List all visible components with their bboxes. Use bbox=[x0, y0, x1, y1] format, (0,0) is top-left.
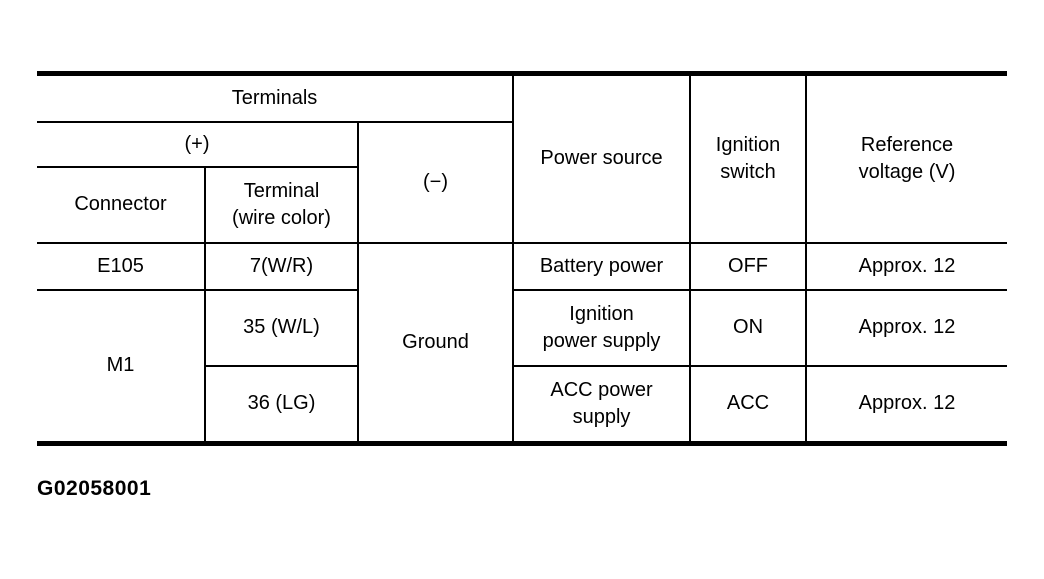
cell-ignition-switch: ACC bbox=[689, 364, 808, 445]
cell-terminal: 7(W/R) bbox=[204, 241, 359, 291]
header-terminals: Terminals bbox=[37, 72, 515, 123]
figure-id-caption: G02058001 bbox=[37, 477, 152, 500]
cell-terminal: 35 (W/L) bbox=[204, 288, 359, 367]
cell-ignition-switch: ON bbox=[689, 288, 808, 367]
header-ignition-switch: Ignition switch bbox=[689, 72, 808, 244]
terminal-spec-table: Terminals Power source Ignition switch R… bbox=[37, 71, 1008, 446]
cell-power-source: ACC power supply bbox=[512, 364, 692, 445]
cell-reference-voltage: Approx. 12 bbox=[805, 241, 1008, 291]
cell-connector: E105 bbox=[37, 241, 206, 291]
header-minus: (−) bbox=[356, 120, 514, 244]
header-connector: Connector bbox=[37, 165, 206, 244]
cell-ignition-switch: OFF bbox=[689, 241, 808, 291]
cell-power-source: Ignition power supply bbox=[512, 288, 692, 367]
cell-terminal: 36 (LG) bbox=[205, 364, 359, 445]
table-row: E105 7(W/R) Ground Battery power OFF App… bbox=[37, 241, 1008, 445]
header-reference-voltage: Reference voltage (V) bbox=[805, 72, 1008, 244]
header-row-2: (+) (−) bbox=[37, 120, 1007, 244]
cell-reference-voltage: Approx. 12 bbox=[805, 288, 1008, 367]
header-terminal-wire-color: Terminal (wire color) bbox=[204, 165, 358, 244]
header-plus: (+) bbox=[37, 120, 359, 168]
header-power-source: Power source bbox=[512, 72, 692, 244]
header-row-3: Connector Terminal (wire color) bbox=[37, 165, 1007, 244]
cell-ground: Ground bbox=[356, 241, 515, 445]
cell-power-source: Battery power bbox=[512, 241, 692, 291]
table-row: M1 35 (W/L) Ignition power supply ON App… bbox=[37, 288, 1008, 445]
header-row-1: Terminals Power source Ignition switch R… bbox=[37, 72, 1008, 244]
cell-connector: M1 bbox=[37, 288, 206, 445]
table-row: 36 (LG) ACC power supply ACC Approx. 12 bbox=[37, 364, 1008, 445]
cell-reference-voltage: Approx. 12 bbox=[805, 364, 1008, 445]
